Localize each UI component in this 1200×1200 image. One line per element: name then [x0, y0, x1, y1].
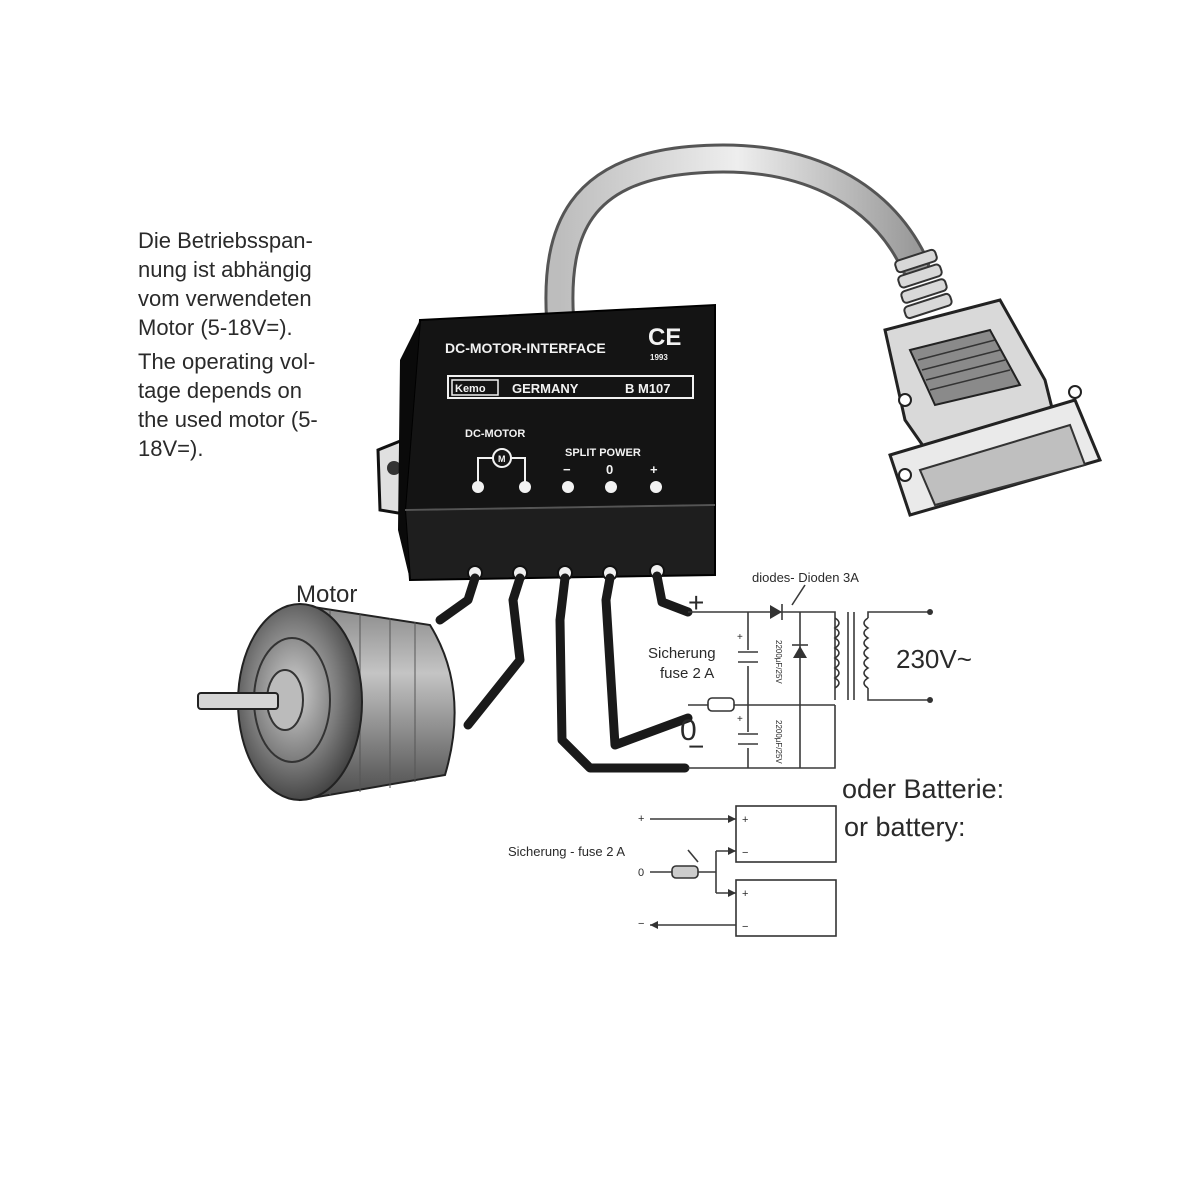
- terminal-power-minus: [562, 481, 574, 493]
- fuse-symbol: [707, 697, 735, 712]
- battery-minus-sign: −: [638, 918, 644, 930]
- brand-logo: Kemo: [455, 383, 486, 395]
- battery-fuse-symbol: [671, 865, 699, 879]
- description-line: 18V=).: [138, 436, 203, 461]
- svg-text:+: +: [742, 888, 748, 900]
- dc-motor-label: DC-MOTOR: [465, 428, 525, 440]
- device-model: B M107: [625, 381, 671, 396]
- db25-connector: [883, 298, 1103, 517]
- fuse-label-de: Sicherung: [648, 645, 716, 662]
- battery-option: oder Batterie: or battery: + 0 − + − + −…: [508, 774, 1004, 937]
- ce-mark: CE: [648, 324, 681, 351]
- battery-title-de: oder Batterie:: [842, 774, 1004, 804]
- svg-text:+: +: [737, 714, 743, 725]
- ce-year: 1993: [650, 353, 668, 362]
- battery-1: [735, 805, 837, 863]
- capacitor-symbol: +: [737, 632, 758, 666]
- diodes-label: diodes- Dioden 3A: [752, 570, 859, 585]
- mains-voltage-label: 230V~: [896, 644, 972, 674]
- svg-text:+: +: [737, 632, 743, 643]
- fuse-label-en: fuse 2 A: [660, 665, 714, 682]
- supply-zero-sign: 0: [680, 714, 697, 747]
- description-line: Motor (5-18V=).: [138, 315, 293, 340]
- battery-2: [735, 879, 837, 937]
- description-line: tage depends on: [138, 378, 302, 403]
- capacitor-symbol: +: [737, 714, 758, 748]
- description-line: vom verwendeten: [138, 286, 312, 311]
- battery-fuse-label: Sicherung - fuse 2 A: [508, 844, 625, 859]
- capacitor-value: 2200µF/25V: [774, 640, 783, 684]
- capacitor-value: 2200µF/25V: [774, 720, 783, 764]
- svg-text:+: +: [742, 814, 748, 826]
- dc-motor-illustration: [197, 603, 456, 802]
- diode-symbol: [770, 604, 783, 620]
- battery-title-en: or battery:: [844, 812, 966, 842]
- svg-text:−: −: [742, 847, 748, 859]
- svg-text:−: −: [742, 921, 748, 933]
- device-title: DC-MOTOR-INTERFACE: [445, 340, 606, 356]
- description-line: Die Betriebsspan-: [138, 228, 313, 253]
- transformer-symbol: [833, 609, 933, 703]
- battery-plus-sign: +: [638, 813, 644, 825]
- motor-shaft: [197, 692, 279, 710]
- description-text: Die Betriebsspan- nung ist abhängig vom …: [138, 228, 318, 461]
- terminal-motor-b: [519, 481, 531, 493]
- motor-interface-device: DC-MOTOR-INTERFACE CE 1993 Kemo GERMANY …: [376, 303, 716, 582]
- diode-symbol: [792, 644, 808, 658]
- split-zero-sign: 0: [606, 462, 613, 477]
- terminal-motor-a: [472, 481, 484, 493]
- power-supply-schematic: diodes- Dioden 3A + 0 − Sicherung fuse 2…: [648, 570, 972, 769]
- battery-zero-sign: 0: [638, 867, 644, 879]
- terminal-power-plus: [650, 481, 662, 493]
- description-line: The operating vol-: [138, 349, 315, 374]
- description-line: the used motor (5-: [138, 407, 318, 432]
- split-power-label: SPLIT POWER: [565, 447, 641, 459]
- terminal-power-zero: [605, 481, 617, 493]
- device-origin: GERMANY: [512, 381, 579, 396]
- split-plus-sign: +: [650, 462, 658, 477]
- connection-wires: [435, 571, 693, 773]
- parallel-cable: [544, 143, 953, 333]
- description-line: nung ist abhängig: [138, 257, 312, 282]
- supply-plus-sign: +: [688, 587, 704, 618]
- supply-minus-sign: −: [688, 731, 704, 762]
- split-minus-sign: −: [563, 462, 571, 477]
- svg-text:M: M: [498, 454, 506, 464]
